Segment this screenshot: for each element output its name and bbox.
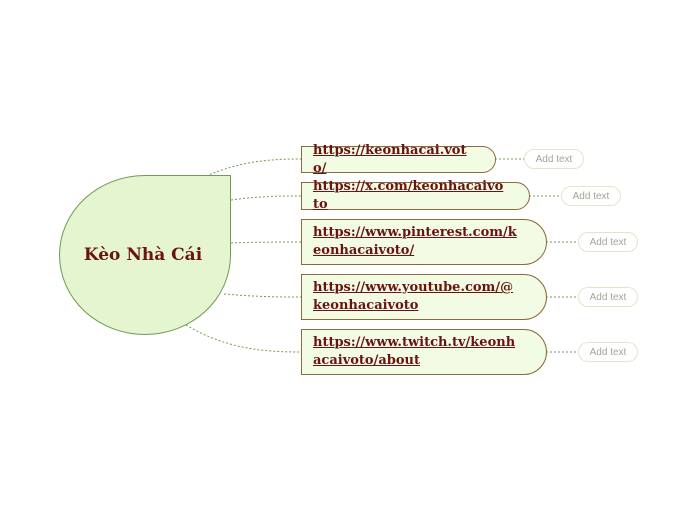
- topic-x-com[interactable]: https://x.com/keonhacaivoto: [301, 179, 530, 212]
- topic-link[interactable]: https://www.youtube.com/@keonhacaivoto: [313, 280, 514, 313]
- topic-pinterest[interactable]: https://www.pinterest.com/keonhacaivoto/: [301, 219, 547, 265]
- central-topic[interactable]: Kèo Nhà Cái: [59, 175, 231, 335]
- topic-link[interactable]: https://www.pinterest.com/keonhacaivoto/: [313, 225, 517, 258]
- connector-topic-3: [230, 241, 302, 244]
- connector-topic-4: [223, 293, 302, 298]
- add-text-button[interactable]: Add text: [578, 342, 638, 362]
- topic-link[interactable]: https://www.twitch.tv/keonhacaivoto/abou…: [313, 335, 516, 368]
- add-text-button[interactable]: Add text: [578, 287, 638, 307]
- connector-topic-1: [205, 158, 302, 177]
- topic-twitch[interactable]: https://www.twitch.tv/keonhacaivoto/abou…: [301, 329, 547, 375]
- connector-topic-2: [230, 195, 302, 201]
- topic-link[interactable]: https://x.com/keonhacaivoto: [313, 179, 504, 212]
- topic-keonhacai-voto[interactable]: https://keonhacai.voto/: [301, 143, 496, 176]
- add-text-button[interactable]: Add text: [524, 149, 584, 169]
- topic-link[interactable]: https://keonhacai.voto/: [313, 142, 467, 176]
- topic-youtube[interactable]: https://www.youtube.com/@keonhacaivoto: [301, 274, 547, 320]
- add-text-button[interactable]: Add text: [578, 232, 638, 252]
- connector-topic-5: [185, 324, 302, 353]
- add-text-button[interactable]: Add text: [561, 186, 621, 206]
- central-topic-label: Kèo Nhà Cái: [83, 245, 203, 265]
